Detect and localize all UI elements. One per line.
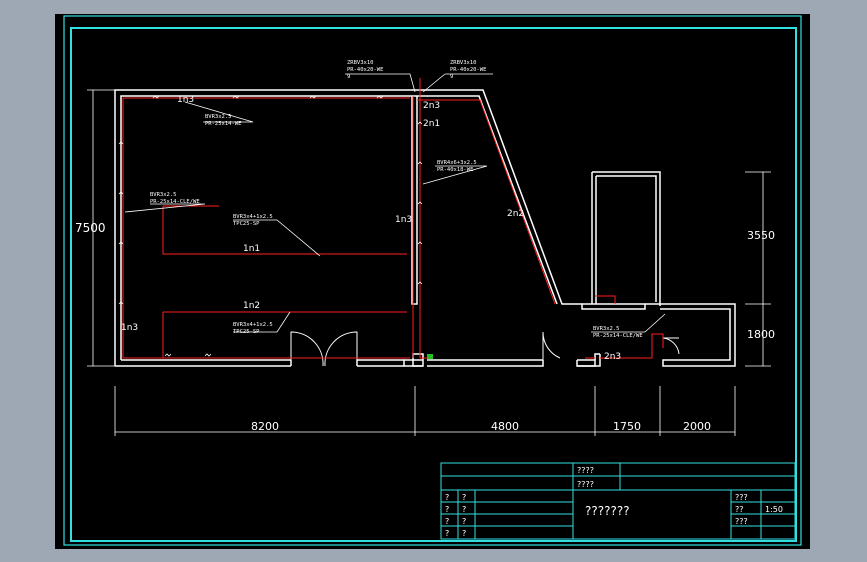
room-label-mid: 1n3: [395, 215, 412, 225]
title-field-2: ????: [577, 480, 594, 489]
anno-inner2-a: BVR3x4+1x2.5: [233, 322, 273, 328]
title-leftb-4: ?: [462, 529, 466, 538]
anno-right-b: PR-25x14-CLE/WE: [593, 333, 643, 339]
dim-lower-right: 1800: [747, 328, 775, 341]
red-wiring: [122, 78, 664, 359]
title-leftb-1: ?: [462, 493, 466, 502]
dim-upper-right: 3550: [747, 229, 775, 242]
anno-top-right-a: ZRBV3x10: [450, 60, 477, 66]
drawing-border: [70, 27, 797, 542]
building-walls: [114, 89, 736, 367]
room-label-left: 1n3: [121, 323, 138, 333]
title-left-3: ?: [445, 517, 449, 526]
title-leftb-3: ?: [462, 517, 466, 526]
anno-right-a: BVR3x2.5: [593, 326, 620, 332]
title-right-label-3: ???: [735, 517, 748, 526]
outer-frame: [63, 15, 802, 546]
room-label-2n3-bottom: 2n3: [604, 352, 621, 362]
room-label-2n3-top: 2n3: [423, 101, 440, 111]
title-scale: 1:50: [765, 505, 783, 514]
anno-top-right-b: PR-40x20-WE: [450, 67, 486, 73]
title-field-1: ????: [577, 466, 594, 475]
title-right-label-2: ??: [735, 505, 744, 514]
anno-top-left-a: ZRBV3x10: [347, 60, 374, 66]
dim-width-2: 4800: [491, 420, 519, 433]
drawing-viewport[interactable]: 7500 3550 1800 8200 4800 1750 2000 1n3 1…: [55, 14, 810, 549]
anno-room1-a: BVR3x2.5: [205, 114, 232, 120]
title-right-label-1: ???: [735, 493, 748, 502]
anno-riser-b: PR-40x18-WE: [437, 167, 473, 173]
title-left-1: ?: [445, 493, 449, 502]
drawing-title: ???????: [585, 504, 630, 518]
room-label-top-left: 1n3: [177, 95, 194, 105]
panel-marker: [427, 354, 433, 359]
title-leftb-2: ?: [462, 505, 466, 514]
dim-total-height: 7500: [75, 221, 106, 235]
anno-left-b: PR-25x14-CLE/WE: [150, 199, 200, 205]
room-label-2n2: 2n2: [507, 209, 524, 219]
title-left-2: ?: [445, 505, 449, 514]
cable-annotations: ZRBV3x10 PR-40x20-WE 9 ZRBV3x10 PR-40x20…: [150, 60, 643, 339]
anno-top-left-c: 9: [347, 74, 350, 80]
room-label-1n1: 1n1: [243, 244, 260, 254]
room-label-2n1: 2n1: [423, 119, 440, 129]
dimension-lines: [87, 89, 771, 436]
fixtures: [118, 95, 423, 357]
room-label-1n2: 1n2: [243, 301, 260, 311]
cad-drawing-canvas: 7500 3550 1800 8200 4800 1750 2000 1n3 1…: [63, 15, 802, 546]
anno-top-left-b: PR-40x20-WE: [347, 67, 383, 73]
dim-width-3: 1750: [613, 420, 641, 433]
anno-left-a: BVR3x2.5: [150, 192, 177, 198]
anno-inner1-a: BVR3x4+1x2.5: [233, 214, 273, 220]
dim-width-1: 8200: [251, 420, 279, 433]
door-swings: [290, 331, 680, 367]
dim-width-4: 2000: [683, 420, 711, 433]
anno-inner1-b: TPC25-SP: [233, 221, 260, 227]
anno-room1-b: PR-25x14-WE: [205, 121, 241, 127]
title-left-4: ?: [445, 529, 449, 538]
anno-top-right-c: 9: [450, 74, 453, 80]
anno-riser-a: BVR4x6+3x2.5: [437, 160, 477, 166]
title-block: [440, 462, 796, 540]
anno-inner2-b: TPC25-SP: [233, 329, 260, 335]
leader-lines: [124, 73, 666, 333]
